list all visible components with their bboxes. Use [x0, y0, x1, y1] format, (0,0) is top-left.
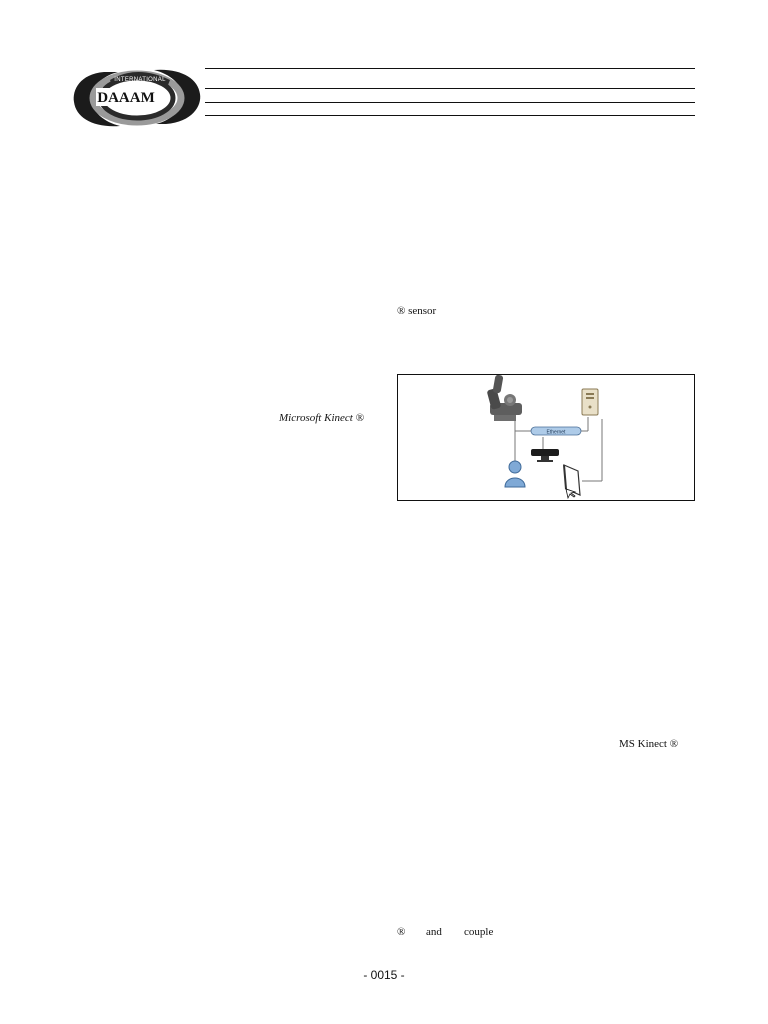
and-word: and — [426, 926, 442, 938]
server-icon — [581, 388, 599, 416]
sensor-text: ® sensor — [397, 305, 437, 317]
header-rule-1 — [205, 68, 695, 69]
projection-screen-icon — [563, 464, 581, 496]
user-icon — [504, 460, 526, 488]
kinect-sensor-icon — [531, 449, 559, 462]
reg-mark-text: ® — [397, 926, 406, 938]
header-rule-2 — [205, 88, 695, 89]
page-number: - 0015 - — [363, 968, 405, 982]
ethernet-pill — [530, 426, 582, 436]
figure-system-diagram: Ethernet — [397, 374, 695, 501]
header-rule-4 — [205, 115, 695, 116]
cursor-icon — [565, 488, 577, 500]
system-diagram-svg: Ethernet — [487, 374, 603, 500]
couple-word: couple — [464, 926, 494, 938]
ethernet-label: Ethernet — [547, 430, 567, 436]
logo-arc-text: INTERNATIONAL — [114, 77, 166, 83]
logo-wordmark: DAAAM — [97, 90, 155, 106]
robot-arm-icon — [487, 374, 522, 421]
daaam-logo: DAAAM INTERNATIONAL — [70, 66, 206, 130]
header-rule-3 — [205, 102, 695, 103]
kinect-caption-italic: Microsoft Kinect ® — [279, 412, 364, 424]
ms-kinect-text: MS Kinect ® — [619, 738, 679, 750]
daaam-logo-graphic: DAAAM INTERNATIONAL — [73, 69, 201, 127]
